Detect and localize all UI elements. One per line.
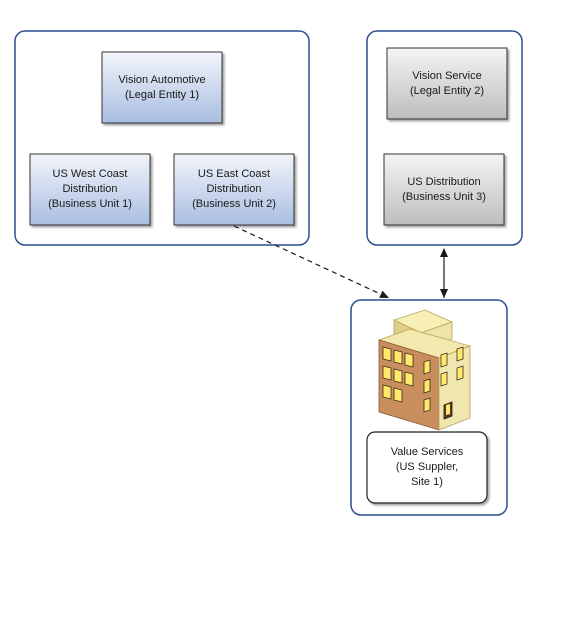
node-box-business-unit-1 — [29, 153, 151, 226]
node-box-legal-entity-1 — [101, 51, 223, 124]
node-business-unit-1: US West Coast Distribution (Business Uni… — [30, 154, 150, 225]
node-legal-entity-2-line-1: Vision Service — [412, 69, 482, 82]
node-legal-entity-2: Vision Service (Legal Entity 2) — [387, 48, 507, 119]
node-business-unit-2: US East Coast Distribution (Business Uni… — [174, 154, 294, 225]
office-building-icon — [377, 309, 472, 431]
node-legal-entity-1-line-1: Vision Automotive — [118, 73, 206, 86]
node-box-business-unit-3 — [383, 153, 505, 226]
node-business-unit-3-line-2: (Business Unit 3) — [402, 190, 486, 203]
node-value-services-line-1: Value Services — [390, 446, 464, 458]
node-box-legal-entity-2 — [386, 47, 508, 120]
node-box-business-unit-2 — [173, 153, 295, 226]
node-legal-entity-1: Vision Automotive (Legal Entity 1) — [102, 52, 222, 123]
node-business-unit-2-line-3: (Business Unit 2) — [192, 198, 276, 210]
node-value-services-line-2: (US Suppler, — [395, 461, 459, 473]
node-legal-entity-2-line-2: (Legal Entity 2) — [410, 84, 484, 97]
node-legal-entity-1-line-2: (Legal Entity 1) — [125, 88, 199, 101]
node-business-unit-3: US Distribution (Business Unit 3) — [384, 154, 504, 225]
node-business-unit-1-line-1: US West Coast — [52, 168, 128, 180]
node-box-value-services — [366, 431, 488, 504]
node-business-unit-2-line-1: US East Coast — [197, 168, 271, 180]
node-business-unit-1-line-2: Distribution — [62, 183, 118, 195]
node-value-services-line-3: Site 1) — [411, 476, 443, 488]
node-business-unit-2-line-2: Distribution — [206, 183, 262, 195]
node-value-services: Value Services (US Suppler, Site 1) — [367, 432, 487, 503]
node-business-unit-3-line-1: US Distribution — [407, 175, 481, 188]
node-business-unit-1-line-3: (Business Unit 1) — [48, 198, 132, 210]
dashed-connector-arrow — [233, 225, 390, 299]
